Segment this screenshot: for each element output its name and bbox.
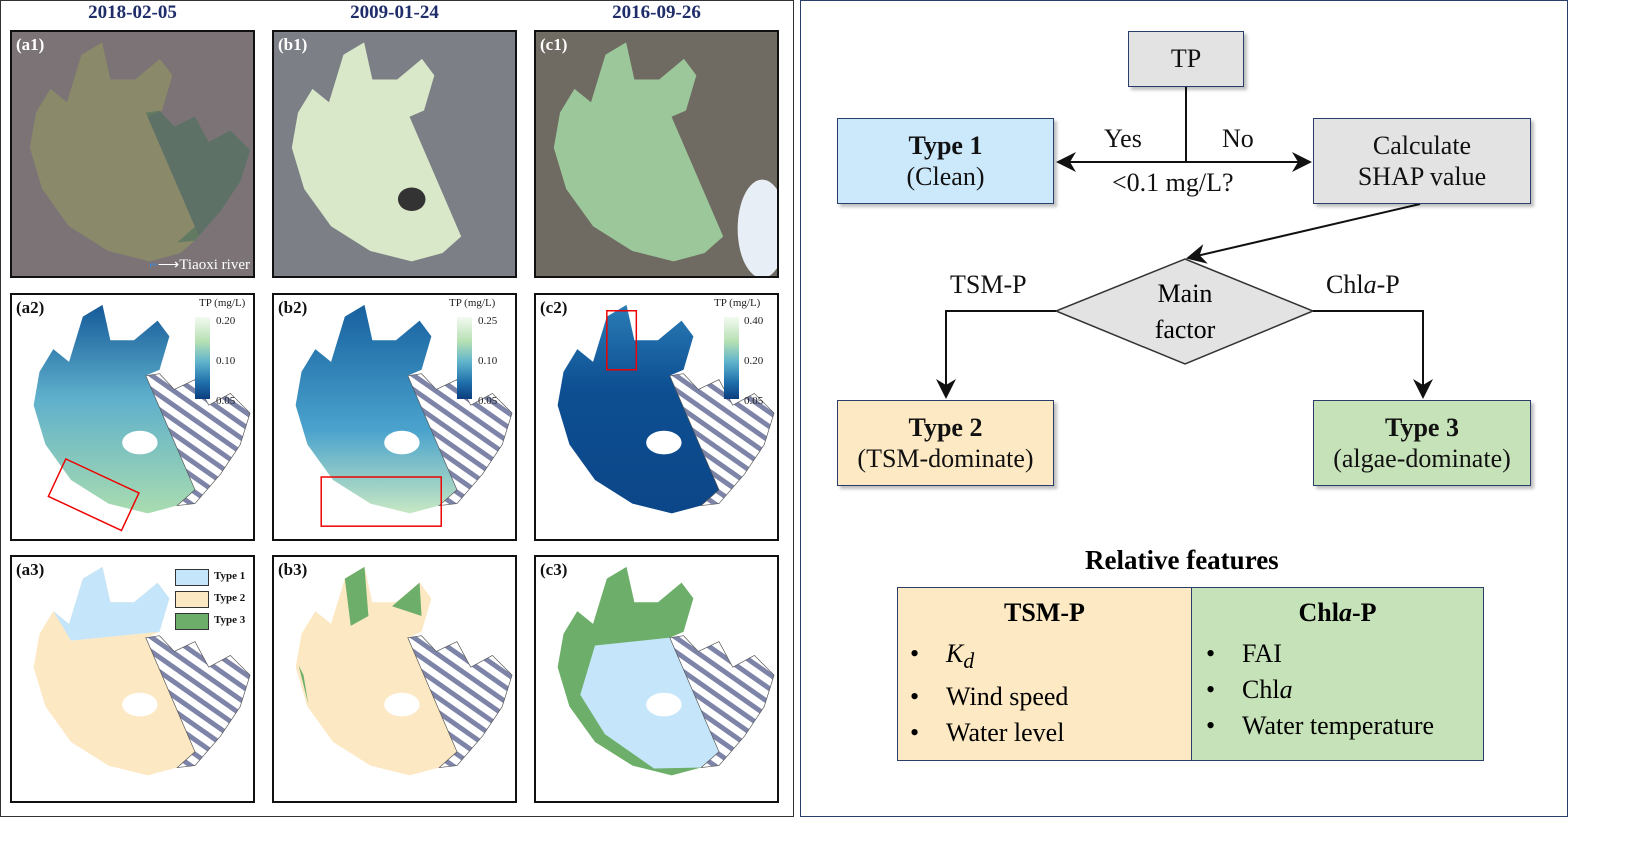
date-c: 2016-09-26 — [612, 2, 701, 23]
colorbar-tick: 0.20 — [216, 315, 236, 327]
main-factor-diamond — [1054, 258, 1315, 365]
colorbar-tick: 0.40 — [744, 315, 764, 327]
tp-map-b2: (b2) TP (mg/L) 0.25 0.10 0.05 — [272, 293, 517, 541]
legend-label: Type 2 — [214, 592, 246, 604]
legend-label: Type 1 — [214, 570, 246, 582]
feature-item: Water level — [910, 715, 1191, 751]
feature-item: Water temperature — [1206, 708, 1483, 744]
type2-box: Type 2(TSM-dominate) — [837, 400, 1054, 486]
date-a: 2018-02-05 — [88, 2, 177, 23]
panel-label: (a3) — [16, 560, 45, 579]
tsm-p-label: TSM-P — [950, 270, 1027, 299]
legend-swatch-type1 — [175, 569, 209, 586]
right-figure-frame — [800, 0, 1568, 817]
colorbar-tick: 0.05 — [744, 395, 764, 407]
arrow-chla-p — [1313, 310, 1433, 399]
legend-swatch-type3 — [175, 613, 209, 630]
satellite-image-c1: (c1) — [534, 30, 779, 278]
no-label: No — [1222, 124, 1254, 153]
colorbar-tick: 0.05 — [478, 395, 498, 407]
colorbar-tick: 0.25 — [478, 315, 498, 327]
relative-features-title: Relative features — [1085, 545, 1279, 575]
legend-label: Type 3 — [214, 614, 246, 626]
panel-label: (b1) — [278, 35, 308, 54]
satellite-image-a1: (a1) ⌐⟶Tiaoxi river — [10, 30, 255, 278]
panel-label: (b2) — [278, 298, 308, 317]
tp-map-c2: (c2) TP (mg/L) 0.40 0.20 0.05 — [534, 293, 779, 541]
date-b: 2009-01-24 — [350, 2, 439, 23]
arrow-to-main-factor — [1186, 203, 1421, 264]
chla-p-label: Chla-P — [1326, 270, 1400, 299]
colorbar-tick: 0.10 — [478, 355, 498, 367]
panel-label: (b3) — [278, 560, 308, 579]
type-map-a3: (a3) Type 1 Type 2 Type 3 — [10, 555, 255, 803]
feature-item: FAI — [1206, 636, 1483, 672]
colorbar — [724, 317, 739, 399]
colorbar-title: TP (mg/L) — [714, 297, 761, 309]
colorbar-tick: 0.05 — [216, 395, 236, 407]
tp-box: TP — [1128, 31, 1244, 87]
chla-p-features: Chla-P FAI Chla Water temperature — [1191, 587, 1484, 761]
type3-box: Type 3(algae-dominate) — [1313, 400, 1531, 486]
tsm-p-header: TSM-P — [1004, 598, 1085, 627]
river-label: ⌐⟶Tiaoxi river — [149, 257, 250, 273]
type1-box: Type 1(Clean) — [837, 118, 1054, 204]
colorbar-title: TP (mg/L) — [199, 297, 246, 309]
feature-kd: Kd — [910, 636, 1191, 679]
colorbar-title: TP (mg/L) — [449, 297, 496, 309]
panel-label: (c3) — [540, 560, 568, 579]
panel-label: (a2) — [16, 298, 45, 317]
panel-label: (c1) — [540, 35, 568, 54]
feature-item: Wind speed — [910, 679, 1191, 715]
chla-p-header: Chla-P — [1298, 598, 1377, 627]
type-map-b3: (b3) — [272, 555, 517, 803]
feature-chla: Chla — [1206, 672, 1483, 708]
colorbar-tick: 0.20 — [744, 355, 764, 367]
colorbar — [457, 317, 472, 399]
panel-label: (c2) — [540, 298, 568, 317]
legend-swatch-type2 — [175, 591, 209, 608]
tp-map-a2: (a2) TP (mg/L) 0.20 0.10 0.05 — [10, 293, 255, 541]
arrow-tsm-p — [936, 310, 1056, 399]
left-figure-frame — [0, 0, 794, 817]
type-map-c3: (c3) — [534, 555, 779, 803]
satellite-image-b1: (b1) — [272, 30, 517, 278]
tsm-p-features: TSM-P Kd Wind speed Water level — [897, 587, 1192, 761]
condition-label: <0.1 mg/L? — [1112, 168, 1234, 197]
yes-label: Yes — [1104, 124, 1142, 153]
panel-label: (a1) — [16, 35, 45, 54]
colorbar-tick: 0.10 — [216, 355, 236, 367]
colorbar — [195, 317, 210, 399]
